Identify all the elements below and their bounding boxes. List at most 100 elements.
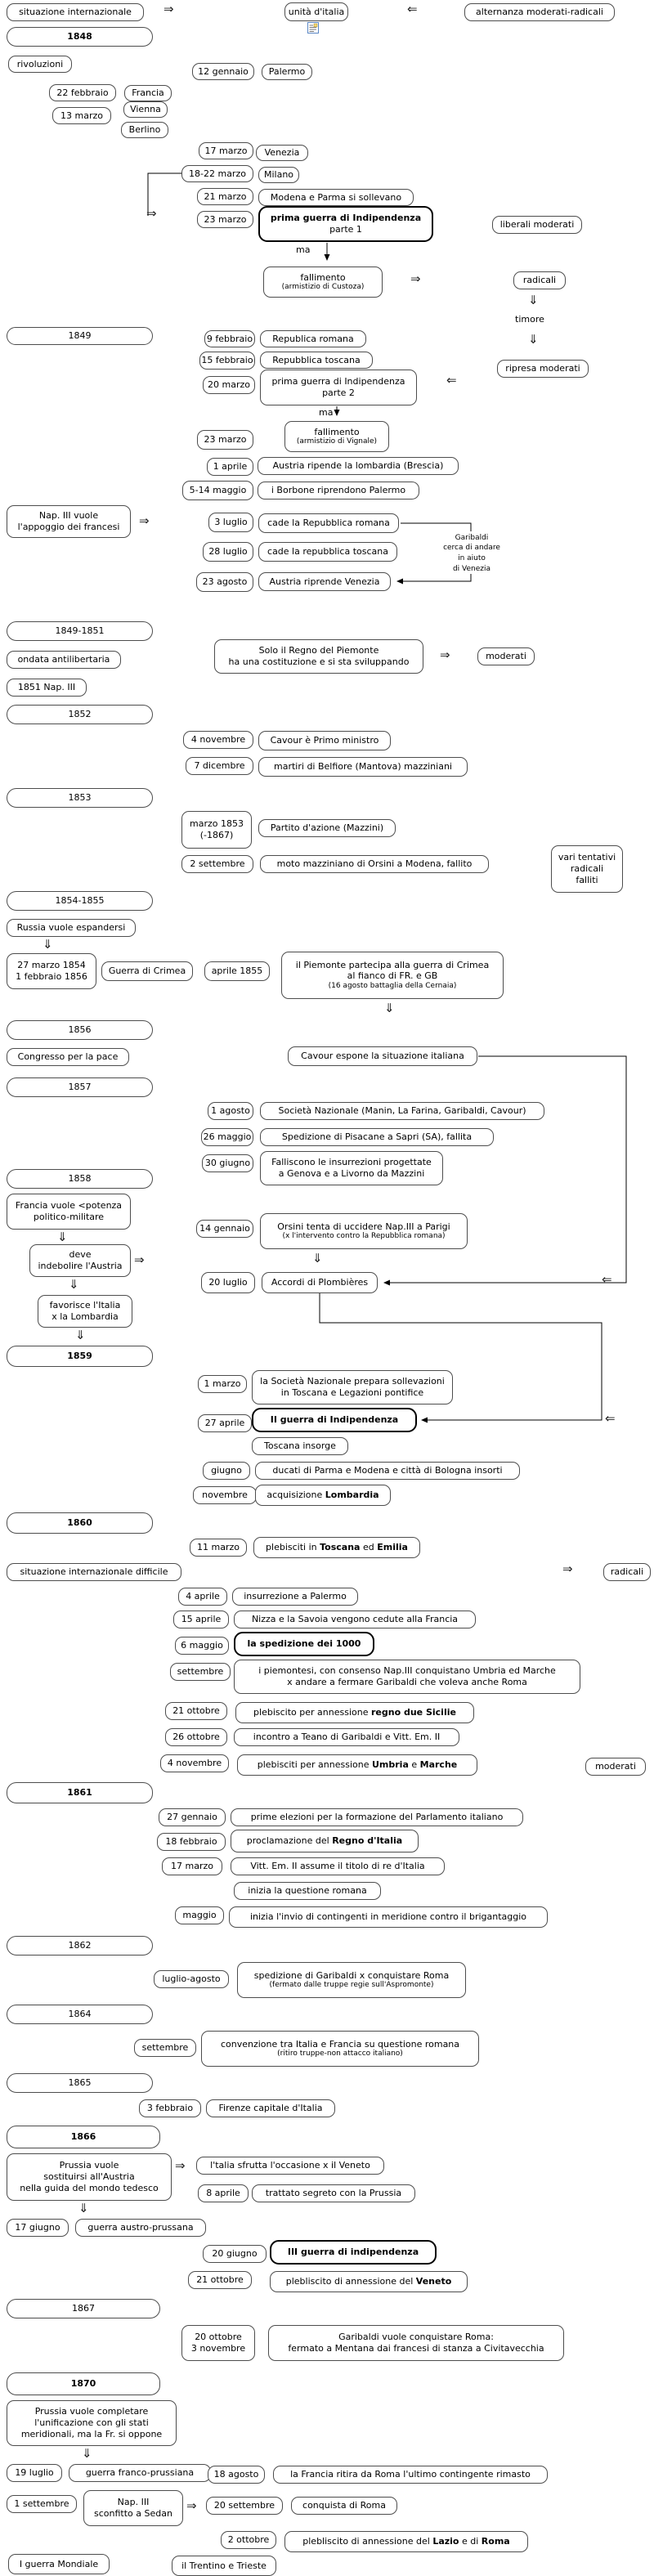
proclamazione-regno-italia[interactable]: proclamazione del Regno d'Italia xyxy=(231,1830,419,1852)
date-aprile-1855[interactable]: aprile 1855 xyxy=(204,961,270,981)
spedizione-pisacane[interactable]: Spedizione di Pisacane a Sapri (SA), fal… xyxy=(260,1128,494,1146)
piemontesi-umbria-marche[interactable]: i piemontesi, con consenso Nap.III conqu… xyxy=(234,1660,580,1694)
cavour-espone-situazione[interactable]: Cavour espone la situazione italiana xyxy=(288,1046,477,1066)
date-26-ottobre[interactable]: 26 ottobre xyxy=(165,1728,227,1746)
cade-repubblica-toscana[interactable]: cade la repubblica toscana xyxy=(258,542,397,562)
orsini-attentato[interactable]: Orsini tenta di uccidere Nap.III a Parig… xyxy=(260,1213,468,1249)
year-1865[interactable]: 1865 xyxy=(7,2073,153,2093)
situazione-internazionale[interactable]: situazione internazionale xyxy=(7,3,144,21)
date-1-aprile[interactable]: 1 aprile xyxy=(207,458,253,476)
venezia-1848[interactable]: Venezia xyxy=(256,145,308,161)
congresso-per-la-pace[interactable]: Congresso per la pace xyxy=(7,1048,129,1066)
date-22-febbraio[interactable]: 22 febbraio xyxy=(49,84,116,101)
date-9-febbraio[interactable]: 9 febbraio xyxy=(204,330,255,347)
invio-contingenti-brigantaggio[interactable]: inizia l'invio di contingenti in meridio… xyxy=(229,1906,548,1928)
date-6-maggio[interactable]: 6 maggio xyxy=(175,1637,229,1655)
garibaldi-mentana[interactable]: Garibaldi vuole conquistare Roma:fermato… xyxy=(268,2325,564,2361)
spedizione-garibaldi-roma[interactable]: spedizione di Garibaldi x conquistare Ro… xyxy=(237,1962,466,1998)
date-5-14-maggio[interactable]: 5-14 maggio xyxy=(182,481,253,500)
date-giugno-1859[interactable]: giugno xyxy=(203,1462,250,1480)
moderati-2[interactable]: moderati xyxy=(585,1758,646,1776)
guerra-franco-prussiana[interactable]: guerra franco-prussiana xyxy=(69,2464,211,2482)
radicali-1[interactable]: radicali xyxy=(513,271,566,289)
year-1861[interactable]: 1861 xyxy=(7,1782,153,1803)
milano-1848[interactable]: Milano xyxy=(258,167,299,183)
plebisciti-toscana-emilia[interactable]: plebisciti in Toscana ed Emilia xyxy=(253,1537,420,1558)
ripresa-moderati[interactable]: ripresa moderati xyxy=(497,360,589,378)
date-26-maggio[interactable]: 26 maggio xyxy=(201,1128,253,1146)
ondata-antilibertaria[interactable]: ondata antilibertaria xyxy=(7,651,121,669)
insurrezione-palermo[interactable]: insurrezione a Palermo xyxy=(232,1588,358,1606)
date-3-luglio[interactable]: 3 luglio xyxy=(208,513,253,532)
iii-guerra-indipendenza[interactable]: III guerra di indipendenza xyxy=(270,2240,437,2265)
piemonte-guerra-crimea[interactable]: il Piemonte partecipa alla guerra di Cri… xyxy=(281,952,504,999)
italia-sfrutta-veneto[interactable]: l'talia sfrutta l'occasione x il Veneto xyxy=(196,2157,384,2175)
date-28-luglio[interactable]: 28 luglio xyxy=(203,542,253,562)
inizia-questione-romana[interactable]: inizia la questione romana xyxy=(234,1882,381,1900)
acquisizione-lombardia[interactable]: acquisizione Lombardia xyxy=(255,1485,391,1506)
date-20-marzo[interactable]: 20 marzo xyxy=(203,376,255,394)
date-13-marzo[interactable]: 13 marzo xyxy=(52,107,111,124)
date-19-luglio[interactable]: 19 luglio xyxy=(7,2464,62,2482)
date-17-marzo[interactable]: 17 marzo xyxy=(199,142,253,159)
year-1849[interactable]: 1849 xyxy=(7,327,153,345)
partito-azione[interactable]: Partito d'azione (Mazzini) xyxy=(258,819,396,837)
borbone-riprendono-palermo[interactable]: i Borbone riprendono Palermo xyxy=(258,482,419,500)
i-guerra-mondiale[interactable]: I guerra Mondiale xyxy=(8,2554,110,2574)
ii-guerra-indipendenza[interactable]: II guerra di Indipendenza xyxy=(252,1408,417,1432)
austria-riprende-venezia[interactable]: Austria riprende Venezia xyxy=(258,572,391,591)
societa-nazionale[interactable]: Società Nazionale (Manin, La Farina, Gar… xyxy=(260,1102,544,1120)
date-27-aprile[interactable]: 27 aprile xyxy=(198,1414,252,1432)
toscana-insorge[interactable]: Toscana insorge xyxy=(252,1437,348,1455)
trattato-segreto-prussia[interactable]: trattato segreto con la Prussia xyxy=(252,2184,415,2202)
plebiscito-regno-due-sicilie[interactable]: plebiscito per annessione regno due Sici… xyxy=(235,1702,474,1723)
date-20-settembre[interactable]: 20 settembre xyxy=(206,2497,283,2515)
date-1-marzo[interactable]: 1 marzo xyxy=(198,1375,247,1393)
date-maggio-1861[interactable]: maggio xyxy=(175,1906,224,1924)
cade-repubblica-romana[interactable]: cade la Repubblica romana xyxy=(258,513,399,533)
incontro-teano[interactable]: incontro a Teano di Garibaldi e Vitt. Em… xyxy=(234,1728,459,1746)
year-1848[interactable]: 1848 xyxy=(7,27,153,47)
date-1-agosto[interactable]: 1 agosto xyxy=(208,1102,253,1120)
year-1853[interactable]: 1853 xyxy=(7,788,153,808)
date-21-ottobre-1866[interactable]: 21 ottobre xyxy=(188,2271,252,2289)
date-luglio-agosto[interactable]: luglio-agosto xyxy=(154,1970,229,1988)
accordi-di-plombieres[interactable]: Accordi di Plombières xyxy=(262,1272,378,1293)
conquista-di-roma[interactable]: conquista di Roma xyxy=(291,2497,397,2515)
plebisciti-umbria-marche[interactable]: plebisciti per annessione Umbria e March… xyxy=(237,1754,477,1776)
date-27-gennaio[interactable]: 27 gennaio xyxy=(159,1808,226,1826)
nap-iii-1851[interactable]: 1851 Nap. III xyxy=(7,679,87,697)
date-23-marzo-1849[interactable]: 23 marzo xyxy=(197,430,253,450)
date-18-febbraio[interactable]: 18 febbraio xyxy=(157,1833,226,1851)
date-2-settembre[interactable]: 2 settembre xyxy=(181,855,253,873)
date-17-giugno[interactable]: 17 giugno xyxy=(7,2219,69,2237)
republica-romana[interactable]: Republica romana xyxy=(260,330,366,347)
date-18-22-marzo[interactable]: 18-22 marzo xyxy=(181,165,253,182)
plebliscito-lazio-roma[interactable]: plebliscito di annessione del Lazio e di… xyxy=(284,2531,528,2552)
year-1854-1855[interactable]: 1854-1855 xyxy=(7,891,153,911)
date-15-aprile[interactable]: 15 aprile xyxy=(173,1611,229,1628)
date-marzo-1853[interactable]: marzo 1853(-1867) xyxy=(181,811,252,849)
year-1856[interactable]: 1856 xyxy=(7,1020,153,1040)
repubblica-toscana[interactable]: Repubblica toscana xyxy=(260,352,373,369)
date-8-aprile[interactable]: 8 aprile xyxy=(198,2184,249,2202)
date-21-marzo[interactable]: 21 marzo xyxy=(197,188,253,205)
year-1849-1851[interactable]: 1849-1851 xyxy=(7,621,153,641)
prime-elezioni-parlamento[interactable]: prime elezioni per la formazione del Par… xyxy=(231,1808,523,1826)
guerra-austro-prussana[interactable]: guerra austro-prussana xyxy=(75,2219,206,2237)
situazione-internazionale-difficile[interactable]: situazione internazionale difficile xyxy=(7,1563,181,1581)
moderati-1[interactable]: moderati xyxy=(477,647,535,665)
year-1862[interactable]: 1862 xyxy=(7,1936,153,1956)
year-1866[interactable]: 1866 xyxy=(7,2126,160,2148)
year-1858[interactable]: 1858 xyxy=(7,1169,153,1189)
convenzione-italia-francia[interactable]: convenzione tra Italia e Francia su ques… xyxy=(201,2031,479,2067)
date-30-giugno[interactable]: 30 giugno xyxy=(202,1154,253,1172)
year-1870[interactable]: 1870 xyxy=(7,2372,160,2395)
